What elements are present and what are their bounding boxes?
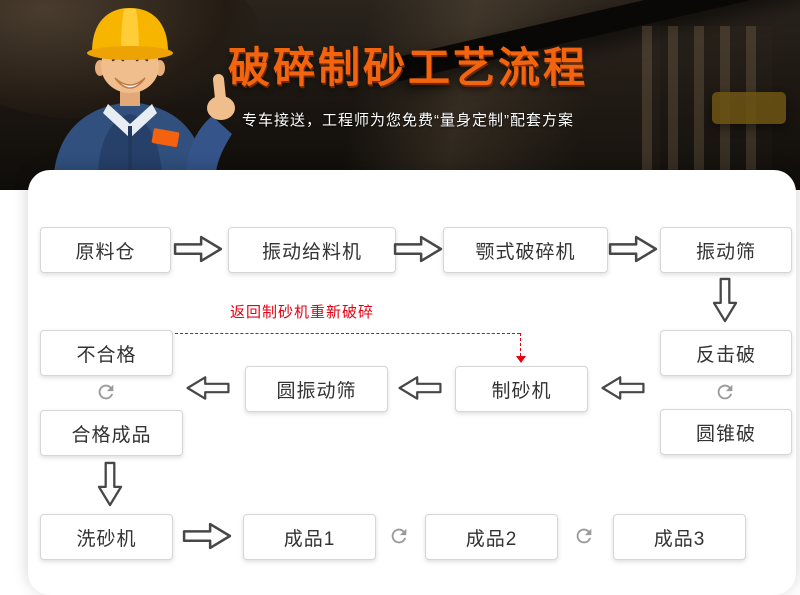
page-subtitle: 专车接送，工程师为您免费“量身定制”配套方案: [242, 112, 574, 129]
flow-node-qualified-product: 合格成品: [40, 410, 183, 456]
arrow-right-icon: [182, 522, 232, 550]
flow-node-sand-maker: 制砂机: [455, 366, 588, 412]
flow-node-raw-material-bin: 原料仓: [40, 227, 171, 273]
excavator-silhouette: [712, 92, 786, 124]
arrow-down-icon: [712, 277, 738, 323]
return-dashed-line-vertical: [520, 333, 521, 356]
flow-node-jaw-crusher: 颚式破碎机: [443, 227, 608, 273]
flow-node-vibrating-screen: 振动筛: [660, 227, 792, 273]
recycle-icon: [717, 384, 733, 400]
arrow-left-icon: [601, 376, 645, 400]
recycle-icon: [98, 384, 114, 400]
recycle-icon: [576, 528, 592, 544]
return-dashed-line-horizontal: [175, 333, 520, 334]
flow-node-product-1: 成品1: [243, 514, 376, 560]
recycle-icon: [391, 528, 407, 544]
arrow-right-icon: [393, 235, 443, 263]
arrow-right-icon: [608, 235, 658, 263]
flow-node-cone-crusher: 圆锥破: [660, 409, 792, 455]
engineer-thumbs-up-illustration: [54, 8, 235, 172]
flow-node-unqualified: 不合格: [40, 330, 173, 376]
flowchart-panel: 原料仓 振动给料机 颚式破碎机 振动筛 反击破 圆锥破 制砂机 圆振动筛 不合格…: [28, 170, 796, 595]
hero-text-block: 破碎制砂工艺流程 专车接送，工程师为您免费“量身定制”配套方案: [228, 34, 588, 130]
flow-node-product-2: 成品2: [425, 514, 558, 560]
return-arrowhead-icon: [516, 356, 526, 363]
hero-banner: 破碎制砂工艺流程 专车接送，工程师为您免费“量身定制”配套方案: [0, 0, 800, 190]
arrow-right-icon: [173, 235, 223, 263]
page-title: 破碎制砂工艺流程: [228, 44, 589, 91]
flow-node-impact-crusher: 反击破: [660, 330, 792, 376]
arrow-left-icon: [398, 376, 442, 400]
arrow-down-icon: [97, 461, 123, 507]
arrow-left-icon: [186, 376, 230, 400]
flow-node-product-3: 成品3: [613, 514, 746, 560]
flow-node-circular-vibrating-screen: 圆振动筛: [245, 366, 388, 412]
flow-node-sand-washer: 洗砂机: [40, 514, 173, 560]
flow-node-vibrating-feeder: 振动给料机: [228, 227, 396, 273]
return-to-sand-maker-note: 返回制砂机重新破碎: [230, 304, 375, 321]
